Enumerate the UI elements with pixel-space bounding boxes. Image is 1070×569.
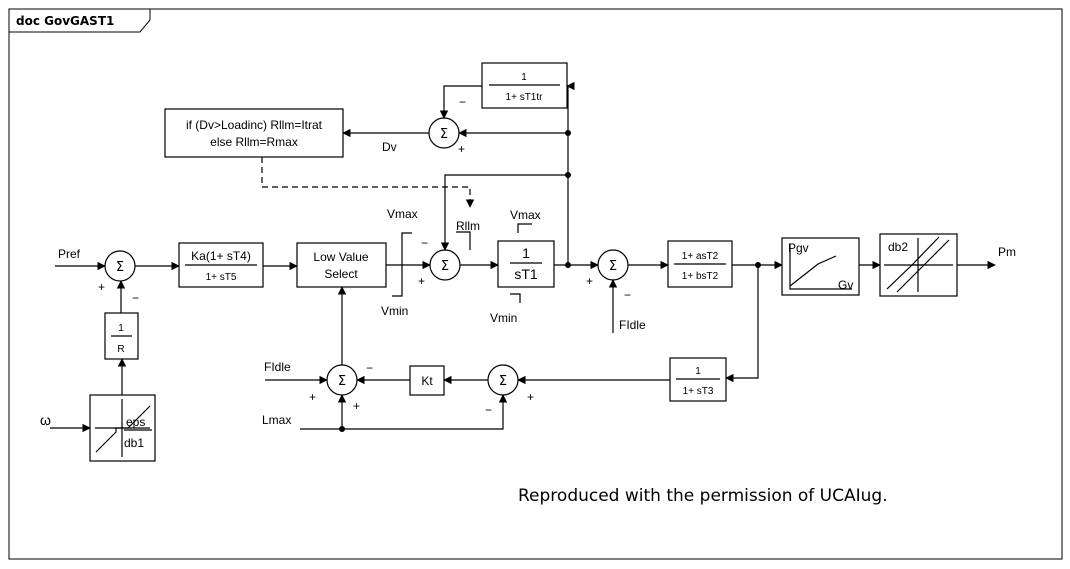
tf-t3-num: 1	[695, 366, 701, 377]
sum-junction-load-limit: Σ	[326, 364, 358, 396]
tf-t2-num: 1+ asT2	[682, 251, 719, 262]
rate-limit-mark	[456, 231, 471, 250]
sign-pref-plus: +	[98, 280, 105, 294]
diagram-frame	[8, 8, 1063, 560]
sum-junction-dv: Σ	[428, 117, 460, 149]
db1-eps: eps	[126, 415, 145, 429]
svg-text:Σ: Σ	[609, 259, 617, 274]
dv-label: Dv	[382, 140, 397, 154]
vmax-int-label: Vmax	[510, 208, 541, 222]
sign-fidle-minus: −	[624, 288, 631, 302]
sum-junction-lmax: Σ	[487, 364, 519, 396]
db1-label: db1	[124, 436, 144, 450]
sign-rate-plus: +	[418, 274, 425, 288]
tf-t1tr-block: 1 1+ sT1tr	[481, 62, 568, 109]
vmax-lvs-label: Vmax	[387, 207, 418, 221]
lmax-label: Lmax	[262, 413, 291, 427]
lvs-limit-mark	[392, 232, 412, 297]
sign-lmax-up-plus: +	[353, 399, 360, 413]
rlim-dashed-wire	[261, 157, 475, 208]
kt-block: Kt	[409, 365, 445, 396]
fidle-top-label: FIdle	[619, 318, 646, 332]
lead-lag-block: Ka(1+ sT4) 1+ sT5	[178, 242, 264, 288]
logic-line-2: else Rllm=Rmax	[210, 135, 298, 149]
rate-minus-wire	[440, 174, 568, 251]
sum-junction-rate: Σ	[429, 249, 461, 281]
pgv-label: Pgv	[788, 241, 809, 255]
tf-t2-block: 1+ asT2 1+ bsT2	[667, 240, 733, 288]
tf-t2-den: 1+ bsT2	[682, 271, 719, 282]
frame-tab	[9, 8, 151, 33]
t3-in-wire	[725, 265, 759, 383]
top-tf-in-wire	[566, 81, 575, 133]
lead-lag-den: 1+ sT5	[206, 272, 237, 283]
kt-label: Kt	[421, 374, 433, 388]
logic-line-1: if (Dv>Loadinc) Rllm=Itrat	[186, 118, 323, 132]
pm-label: Pm	[998, 245, 1016, 259]
svg-text:Σ: Σ	[441, 259, 449, 274]
low-value-select-block: Low Value Select	[296, 242, 387, 288]
lvs-line-1: Low Value	[313, 250, 368, 264]
tf-t3-block: 1 1+ sT3	[669, 357, 727, 402]
tf-t1tr-den: 1+ sT1tr	[506, 92, 544, 103]
svg-text:Σ: Σ	[499, 374, 507, 389]
fidle-bottom-label: FIdle	[264, 360, 291, 374]
vmin-lvs-label: Vmin	[381, 304, 408, 318]
gv-label: Gv	[838, 278, 853, 292]
droop-num: 1	[118, 323, 124, 334]
integrator-block: 1 sT1	[497, 223, 555, 303]
tf-t3-den: 1+ sT3	[683, 386, 714, 397]
droop-block: 1 R	[104, 312, 139, 360]
tf-t1tr-num: 1	[521, 72, 527, 83]
integrator-num: 1	[522, 245, 530, 261]
frame-title: doc GovGAST1	[16, 14, 114, 28]
sum-junction-pref: Σ	[104, 250, 136, 282]
droop-den: R	[117, 344, 124, 355]
sign-rate-minus: −	[421, 236, 428, 250]
lead-lag-num: Ka(1+ sT4)	[191, 249, 251, 263]
svg-text:Σ: Σ	[116, 260, 124, 275]
db1-block: eps db1	[89, 394, 156, 462]
sign-kt-minus: −	[366, 361, 373, 375]
sign-droop-minus: −	[132, 291, 139, 305]
sign-fidle-plus: +	[586, 274, 593, 288]
sum-junction-fidle: Σ	[597, 249, 629, 281]
lvs-line-2: Select	[324, 267, 358, 281]
svg-text:Σ: Σ	[440, 127, 448, 142]
permission-note: Reproduced with the permission of UCAIug…	[518, 486, 888, 506]
sign-lmax-minus: −	[485, 403, 492, 417]
sign-dv-plus: +	[458, 142, 465, 156]
svg-text:Σ: Σ	[338, 374, 346, 389]
omega-label: ω	[40, 412, 51, 428]
pgv-gv-block: Pgv Gv	[781, 237, 860, 296]
sign-dv-minus: −	[459, 95, 466, 109]
vmin-int-label: Vmin	[490, 311, 517, 325]
lmax-wire	[300, 394, 508, 430]
rlim-label: Rllm	[456, 219, 480, 233]
sign-fidle-bottom-plus: +	[309, 390, 316, 404]
integrator-den: sT1	[514, 266, 538, 282]
dv-minus-wire	[439, 85, 482, 119]
rate-limit-logic-block: if (Dv>Loadinc) Rllm=Itrat else Rllm=Rma…	[164, 108, 344, 158]
db2-label: db2	[888, 240, 908, 254]
sign-t3-plus: +	[527, 390, 534, 404]
pref-label: Pref	[58, 247, 81, 261]
db2-block: db2	[879, 233, 958, 297]
